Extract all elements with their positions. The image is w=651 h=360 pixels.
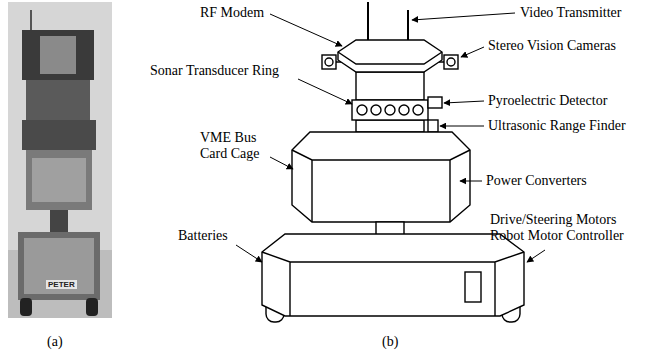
sonar-transducer xyxy=(399,105,409,115)
photo-base xyxy=(18,232,100,300)
part-label: Stereo Vision Cameras xyxy=(488,38,616,54)
photo-cards xyxy=(32,158,86,202)
leader-arrow xyxy=(461,47,484,57)
part-label: Ultrasonic Range Finder xyxy=(488,118,626,134)
camera-lens xyxy=(447,58,455,66)
photo-head xyxy=(22,30,94,80)
sonar-ring xyxy=(352,100,428,120)
leader-arrow xyxy=(527,250,545,262)
part-label: Video Transmitter xyxy=(520,5,621,21)
robot-line-drawing xyxy=(262,2,524,322)
part-label: Power Converters xyxy=(486,173,587,189)
sonar-transducer xyxy=(371,105,381,115)
photo-neck xyxy=(50,210,68,232)
range-finder xyxy=(428,120,438,132)
part-label: Pyroelectric Detector xyxy=(488,93,607,109)
leader-arrow xyxy=(444,101,484,103)
photo-ring xyxy=(22,120,96,150)
head-box xyxy=(356,72,424,100)
head-neck xyxy=(356,120,424,132)
photo-wheel xyxy=(86,298,98,316)
antenna xyxy=(367,2,369,42)
leader-arrow xyxy=(440,126,484,127)
pyroelectric-detector xyxy=(428,97,442,108)
body-edges xyxy=(292,150,470,222)
photo-wheel xyxy=(20,298,32,316)
camera xyxy=(322,55,336,69)
part-label: RF Modem xyxy=(200,5,264,21)
photo-base-front xyxy=(24,238,94,294)
leader-arrow xyxy=(236,245,262,262)
head-cap-edge xyxy=(338,52,442,64)
leader-arrow xyxy=(298,79,352,104)
part-label: Sonar Transducer Ring xyxy=(150,63,279,79)
photo-panel xyxy=(40,36,76,74)
subfigure-label: (a) xyxy=(47,334,63,350)
card-cage-body xyxy=(292,132,470,222)
antenna xyxy=(407,10,409,42)
name-plate: PETER xyxy=(46,280,77,289)
leader-arrow xyxy=(412,13,515,20)
sonar-transducer xyxy=(385,105,395,115)
leader-arrow xyxy=(460,181,482,182)
head-cap xyxy=(338,40,442,72)
base-edges xyxy=(262,252,524,316)
battery-base xyxy=(262,234,524,316)
part-label: Drive/Steering Motors Robot Motor Contro… xyxy=(490,212,642,244)
sonar-transducer xyxy=(413,105,423,115)
part-label: VME Bus Card Cage xyxy=(200,130,270,162)
sonar-transducer xyxy=(357,105,367,115)
photo-background xyxy=(8,2,112,318)
base-door xyxy=(465,272,481,302)
photo-card-cage xyxy=(26,150,92,210)
camera xyxy=(444,55,458,69)
leader-arrow xyxy=(270,157,293,169)
leader-arrow xyxy=(270,14,342,46)
photo-sensors xyxy=(26,80,90,120)
part-label: Batteries xyxy=(178,228,228,244)
camera-lens xyxy=(325,58,333,66)
subfigure-label: (b) xyxy=(382,334,398,350)
robot-photo xyxy=(8,2,112,318)
